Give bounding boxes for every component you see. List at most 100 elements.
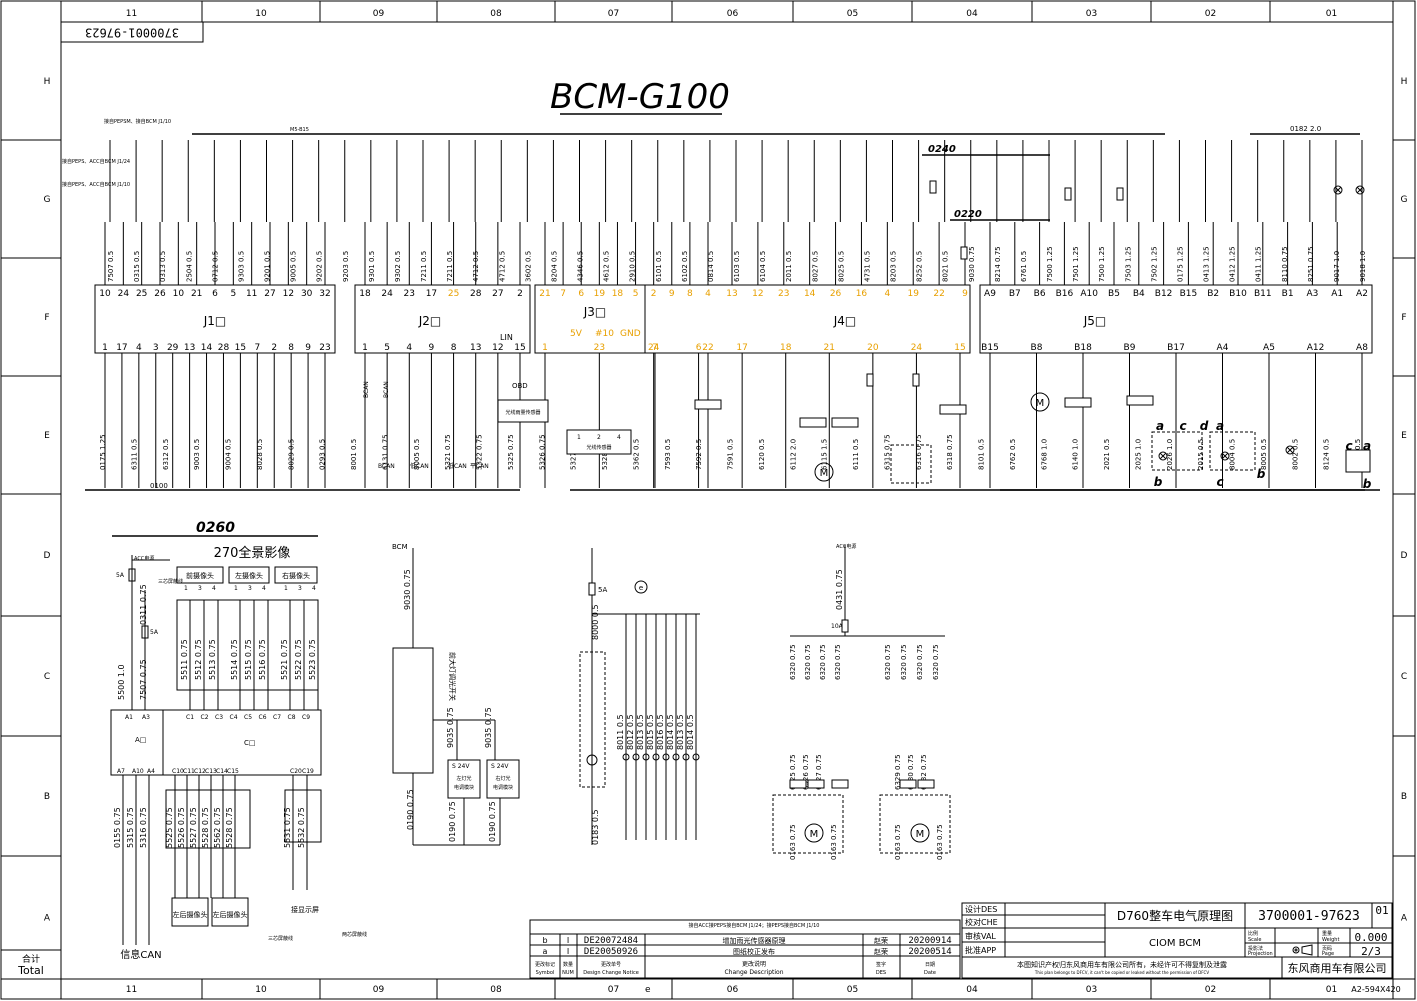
wire-label-bottom: 6115 1.5 — [821, 439, 829, 470]
camera-rear-left-label: 左后摄像头 — [173, 910, 208, 919]
lamp-bulb-icon — [692, 753, 700, 761]
lamp-icon-x — [1286, 446, 1294, 454]
wire-label-bottom: 6312 0.5 — [162, 439, 170, 470]
lamp-icon — [1158, 451, 1168, 461]
panorama-wire-top: 5522 0.75 — [294, 639, 303, 680]
pin-letter-mark: a — [1156, 419, 1164, 433]
headlamp-right-module-label: 右灯光 — [495, 775, 510, 782]
mirror-wire-right: 6329 0.75 — [894, 754, 902, 790]
wire-label-top: 4712 0.5 — [498, 251, 506, 282]
pin-label-top: 19 — [907, 289, 919, 299]
rev-a-num: I — [567, 947, 569, 956]
lamp-fuse-icon — [588, 582, 596, 596]
panorama-harness-outline — [176, 599, 319, 691]
pin-label-top: B15 — [1180, 289, 1198, 299]
lamp-bulb-icon — [652, 753, 660, 761]
wire-label-top: 7503 1.25 — [1124, 246, 1132, 282]
camera-sub-pin: 3 — [298, 585, 302, 592]
wire-label-top: 9201 0.5 — [264, 251, 272, 282]
wire-label-bottom: 0175 1.25 — [99, 434, 107, 470]
panorama-module — [110, 709, 322, 776]
lamp-bulb-icon — [662, 753, 670, 761]
pin-label-bottom: B17 — [1167, 343, 1185, 353]
pin-label-top: 4 — [884, 289, 890, 299]
sensor-box-right — [1345, 449, 1371, 473]
wire-label-bottom: 6762 0.5 — [1009, 439, 1017, 470]
svg-text:DES: DES — [876, 970, 886, 976]
wire-label-top: 9301 0.5 — [368, 251, 376, 282]
panorama-module-pin-top: C6 — [259, 714, 267, 721]
connector-j1: J1□ — [94, 284, 336, 354]
can-lines: BCAN BCAN BCAN 低CAN 低CAN 平CAN LIN OBD — [363, 333, 528, 470]
panorama-module-pin-bottom: C14 — [216, 768, 228, 775]
can-label-1: BCAN — [363, 381, 370, 398]
motor-icon — [1030, 392, 1050, 412]
pin-label-bottom: 4 — [136, 343, 142, 353]
title-block — [961, 902, 1393, 979]
zone-row-left: E — [44, 431, 50, 441]
panorama-module-pin-bottom: C20 — [290, 768, 302, 775]
pin-name-j3: GND — [620, 329, 641, 339]
camera-sub-pin: 1 — [184, 585, 188, 592]
pin-label-bottom: 7 — [254, 343, 260, 353]
pin-label-bottom: 1 — [102, 343, 108, 353]
wire-label-top: 0412 1.25 — [1229, 246, 1237, 282]
pin-label-top: B16 — [1056, 289, 1074, 299]
pin-label-top: 22 — [933, 289, 944, 299]
lamp-wire-label: 8016 0.5 — [656, 714, 665, 750]
wire-label-bottom: 8028 0.5 — [256, 439, 264, 470]
pin-label-top: 8 — [687, 289, 693, 299]
panorama-module-pin-top: C1 — [186, 714, 194, 721]
panorama-module-pin-bottom: C15 — [227, 768, 239, 775]
headlamp-left-module-label2: 电调模块 — [454, 784, 474, 791]
tb-sheet-mark: 01 — [1375, 904, 1388, 917]
wire-label-bottom: 6315 0.75 — [883, 434, 891, 470]
fuse-icon — [960, 246, 968, 260]
note-peps-3: 接自PEPSM、接自BCM J1/10 — [104, 118, 171, 125]
top-rails — [85, 133, 1380, 491]
mirror-switch-icon — [831, 779, 849, 789]
pin-label-bottom: 29 — [167, 343, 179, 353]
lamp-bulb-icon — [672, 753, 680, 761]
zone-col-top: 05 — [847, 9, 858, 19]
wire-label-bottom: 5326 0.75 — [538, 434, 546, 470]
pin-label-top: A9 — [984, 289, 996, 299]
panorama-wire-top: 5516 0.75 — [258, 639, 267, 680]
lamp-wire-label: 8013 0.5 — [676, 714, 685, 750]
pin-label-bottom: A4 — [1217, 343, 1229, 353]
svg-text:数量: 数量 — [563, 961, 573, 968]
lamp-icon-x — [1334, 186, 1342, 194]
wire-label-top: 7500 1.25 — [1046, 246, 1054, 282]
mirror-ground: 0163 0.75 — [936, 824, 944, 860]
pin-label-top: 23 — [778, 289, 789, 299]
pin-label-top: B7 — [1009, 289, 1021, 299]
wire-label-top: 9018 1.0 — [1359, 251, 1367, 282]
headlamp-wire-label: 9035 0.75 — [446, 707, 455, 748]
pin-label-top: 2 — [517, 289, 523, 299]
mirror-ground: 0163 0.75 — [830, 824, 838, 860]
pin-label-bottom: 18 — [780, 343, 792, 353]
lamp-wire-label: 8014 0.5 — [686, 714, 695, 750]
camera-rear-right-label: 左后摄像头 — [213, 910, 248, 919]
pin-label-top: 14 — [804, 289, 816, 299]
pin-label-bottom: 13 — [470, 343, 481, 353]
zone-col-bottom: 01 — [1326, 985, 1337, 995]
rain-sensor-label: 光线雨量传感器 — [505, 409, 540, 416]
pin-letter-mark: b — [1154, 475, 1163, 489]
svg-text:1: 1 — [577, 434, 581, 441]
zone-row-left: G — [44, 195, 51, 205]
panorama-module-pin-bottom: C19 — [302, 768, 314, 775]
wire-label-top: 9303 0.5 — [237, 251, 245, 282]
panorama-fuse1: 5A — [116, 572, 125, 579]
pin-label-bottom: 1 — [542, 343, 548, 353]
wire-label-top: 2910 0.5 — [629, 251, 637, 282]
lamp-bulb-icon — [632, 753, 640, 761]
pin-label-top: 10 — [99, 289, 111, 299]
lamp-ground-label: 0183 0.5 — [591, 809, 600, 845]
mirror-wire-left: 6326 0.75 — [802, 754, 810, 790]
wire-label-bottom: 8124 0.5 — [1323, 439, 1331, 470]
headlamp-right-module-pin: S 24V — [491, 763, 509, 770]
panorama-module-c: C□ — [244, 739, 256, 747]
bus-label-m5b15: M5-B15 — [290, 127, 309, 133]
